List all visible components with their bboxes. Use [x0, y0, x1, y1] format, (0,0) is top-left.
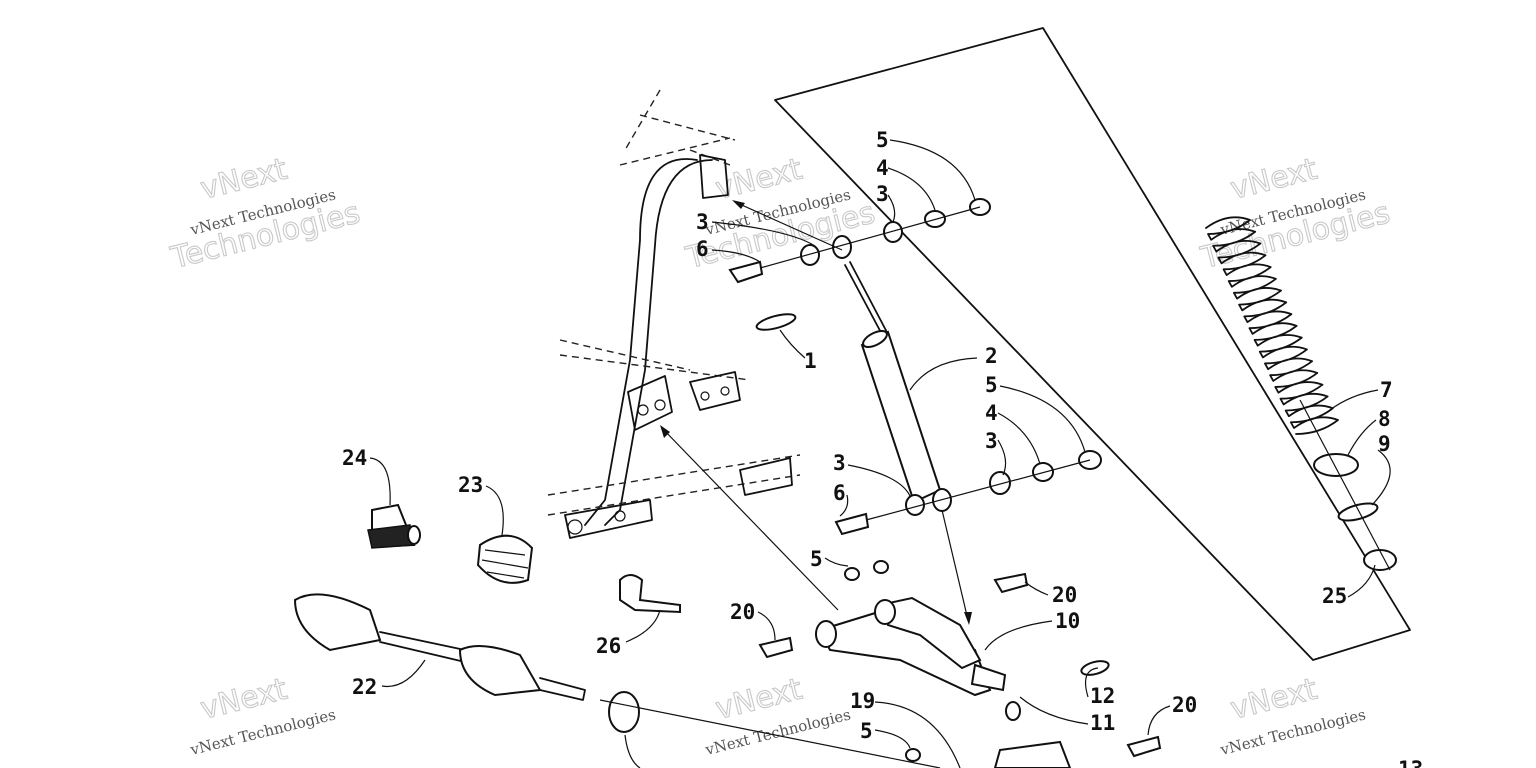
- callout-label: 20: [1052, 583, 1077, 607]
- callout-label: 25: [1322, 584, 1347, 608]
- callout-label: 1: [804, 349, 817, 373]
- callout-label: 5: [876, 128, 889, 152]
- leader-line: [889, 139, 976, 201]
- watermark: vNext vNext Technologies: [703, 671, 853, 759]
- callout-label: 4: [876, 156, 889, 180]
- callout-label: 9: [1378, 432, 1391, 456]
- leader-line: [1371, 449, 1391, 506]
- leader-line: [887, 167, 936, 211]
- callout-label: 6: [696, 237, 709, 261]
- callout-label: 19: [850, 689, 875, 713]
- leader-line: [1347, 564, 1376, 598]
- leader-line: [1024, 581, 1049, 596]
- leader-line: [711, 221, 816, 247]
- callout-label: 20: [730, 600, 755, 624]
- leader-line: [1347, 419, 1377, 456]
- leader-line: [874, 729, 911, 749]
- background-panel: [774, 27, 1411, 661]
- callout-label: 26: [596, 634, 621, 658]
- upper-mount-hardware: [728, 198, 991, 331]
- leader-line: [997, 412, 1041, 465]
- leader-line: [1147, 705, 1171, 736]
- watermark: vNext vNext Technologies: [1218, 671, 1368, 759]
- callout-label: 12: [1090, 684, 1115, 708]
- callout-label: 4: [985, 401, 998, 425]
- chassis-frame: [547, 89, 801, 539]
- drive-axle: [293, 593, 941, 768]
- callout-label: 3: [696, 210, 709, 234]
- leader-line: [909, 357, 978, 391]
- leader-line: [369, 457, 391, 506]
- callout-label: 10: [1055, 609, 1080, 633]
- coil-spring-assembly: [1205, 216, 1397, 571]
- watermark: vNext vNext Technologies Technologies: [166, 151, 364, 277]
- callout-label: 5: [860, 719, 873, 743]
- leader-line: [1085, 667, 1099, 698]
- leader-line: [625, 609, 661, 643]
- leader-line: [984, 620, 1053, 651]
- leader-line: [711, 249, 761, 263]
- leader-line: [999, 385, 1086, 453]
- leader-line: [824, 557, 849, 567]
- leader-line: [485, 485, 504, 536]
- callout-label: 5: [985, 373, 998, 397]
- leader-line: [757, 611, 776, 641]
- callout-label: 11: [1090, 711, 1115, 735]
- lower-mount-hardware: [834, 450, 1102, 536]
- leader-line: [1019, 696, 1089, 725]
- leader-line: [839, 494, 849, 517]
- control-arm: [758, 560, 1162, 768]
- callout-label: 5: [810, 547, 823, 571]
- callout-label: 6: [833, 481, 846, 505]
- callout-label: 20: [1172, 693, 1197, 717]
- callout-label: 22: [352, 675, 377, 699]
- callout-label: 2: [985, 344, 998, 368]
- leader-line: [1329, 389, 1379, 411]
- leader-line: [847, 464, 911, 497]
- watermark: vNext vNext Technologies Technologies: [1196, 151, 1394, 277]
- watermark: vNext vNext Technologies: [188, 671, 338, 759]
- leader-line: [779, 329, 806, 359]
- callout-label: 3: [833, 451, 846, 475]
- assembly-arrows: [660, 200, 972, 625]
- leader-line: [381, 659, 426, 688]
- leader-line: [624, 734, 641, 768]
- callout-label: 3: [876, 182, 889, 206]
- callout-label: 3: [985, 429, 998, 453]
- cv-boots: [367, 503, 681, 614]
- shock-absorber: [832, 235, 952, 512]
- callout-label: 23: [458, 473, 483, 497]
- callout-label: 13: [1398, 757, 1423, 768]
- callout-label: 8: [1378, 407, 1391, 431]
- leader-line: [887, 194, 896, 223]
- callout-label: 24: [342, 446, 367, 470]
- callout-label: 7: [1380, 378, 1393, 402]
- leader-line: [874, 701, 961, 768]
- leader-line: [997, 439, 1007, 476]
